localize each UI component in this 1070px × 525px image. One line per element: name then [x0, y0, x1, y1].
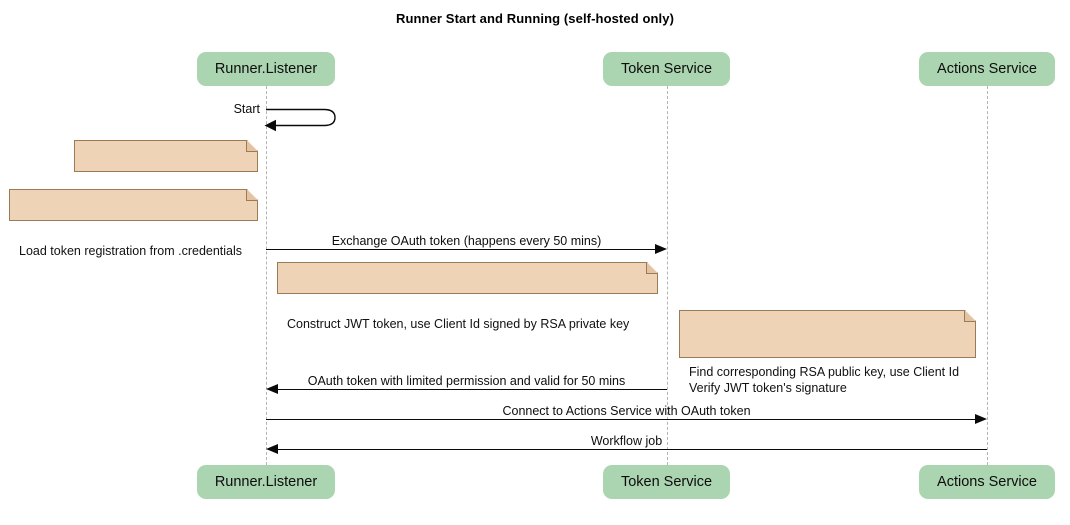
- participant-label: Actions Service: [937, 474, 1037, 490]
- participant-runner-listener-bottom[interactable]: Runner.Listener: [197, 465, 335, 499]
- participant-label: Runner.Listener: [214, 61, 318, 77]
- participant-label: Runner.Listener: [214, 474, 318, 490]
- participant-label: Token Service: [620, 61, 713, 77]
- page-title: Runner Start and Running (self-hosted on…: [395, 11, 675, 26]
- participant-runner-listener-top[interactable]: Runner.Listener: [197, 52, 335, 86]
- note-fold-icon: [247, 189, 258, 200]
- message-label-connect-actions-service: Connect to Actions Service with OAuth to…: [502, 404, 751, 418]
- message-self-start[interactable]: [262, 103, 348, 137]
- note-load-config: Load config info from .runner: [74, 140, 258, 209]
- lifeline-actions: [987, 86, 988, 465]
- note-fold-icon: [647, 262, 658, 273]
- arrowhead-right-icon: [655, 243, 667, 254]
- message-label-oauth-token-limited: OAuth token with limited permission and …: [307, 374, 626, 388]
- message-line-connect-actions-service[interactable]: [266, 419, 975, 420]
- message-line-oauth-token-limited[interactable]: [278, 389, 667, 390]
- note-fold-icon: [247, 140, 258, 151]
- arrowhead-left-icon: [266, 383, 278, 394]
- message-label-start: Start: [233, 102, 260, 116]
- message-label-exchange-oauth-token: Exchange OAuth token (happens every 50 m…: [331, 234, 602, 248]
- note-text: Load token registration from .credential…: [19, 244, 243, 258]
- note-construct-jwt-token: Construct JWT token, use Client Id signe…: [277, 262, 658, 331]
- participant-label: Token Service: [620, 474, 713, 490]
- lifeline-token: [667, 86, 668, 465]
- participant-token-service-bottom[interactable]: Token Service: [603, 465, 730, 499]
- message-line-exchange-oauth-token[interactable]: [266, 249, 655, 250]
- lifeline-runner: [266, 86, 267, 465]
- participant-token-service-top[interactable]: Token Service: [603, 52, 730, 86]
- participant-actions-service-bottom[interactable]: Actions Service: [919, 465, 1055, 499]
- message-line-workflow-job[interactable]: [278, 449, 987, 450]
- participant-label: Actions Service: [937, 61, 1037, 77]
- arrowhead-left-icon: [266, 443, 278, 454]
- participant-actions-service-top[interactable]: Actions Service: [919, 52, 1055, 86]
- note-text: Construct JWT token, use Client Id signe…: [287, 317, 630, 331]
- note-fold-icon: [965, 310, 976, 321]
- note-verify-jwt-signature: Find corresponding RSA public key, use C…: [679, 310, 976, 395]
- arrowhead-right-icon: [975, 413, 987, 424]
- message-label-workflow-job: Workflow job: [590, 434, 663, 448]
- note-load-token-registration: Load token registration from .credential…: [9, 189, 258, 258]
- note-text: Find corresponding RSA public key, use C…: [689, 365, 960, 395]
